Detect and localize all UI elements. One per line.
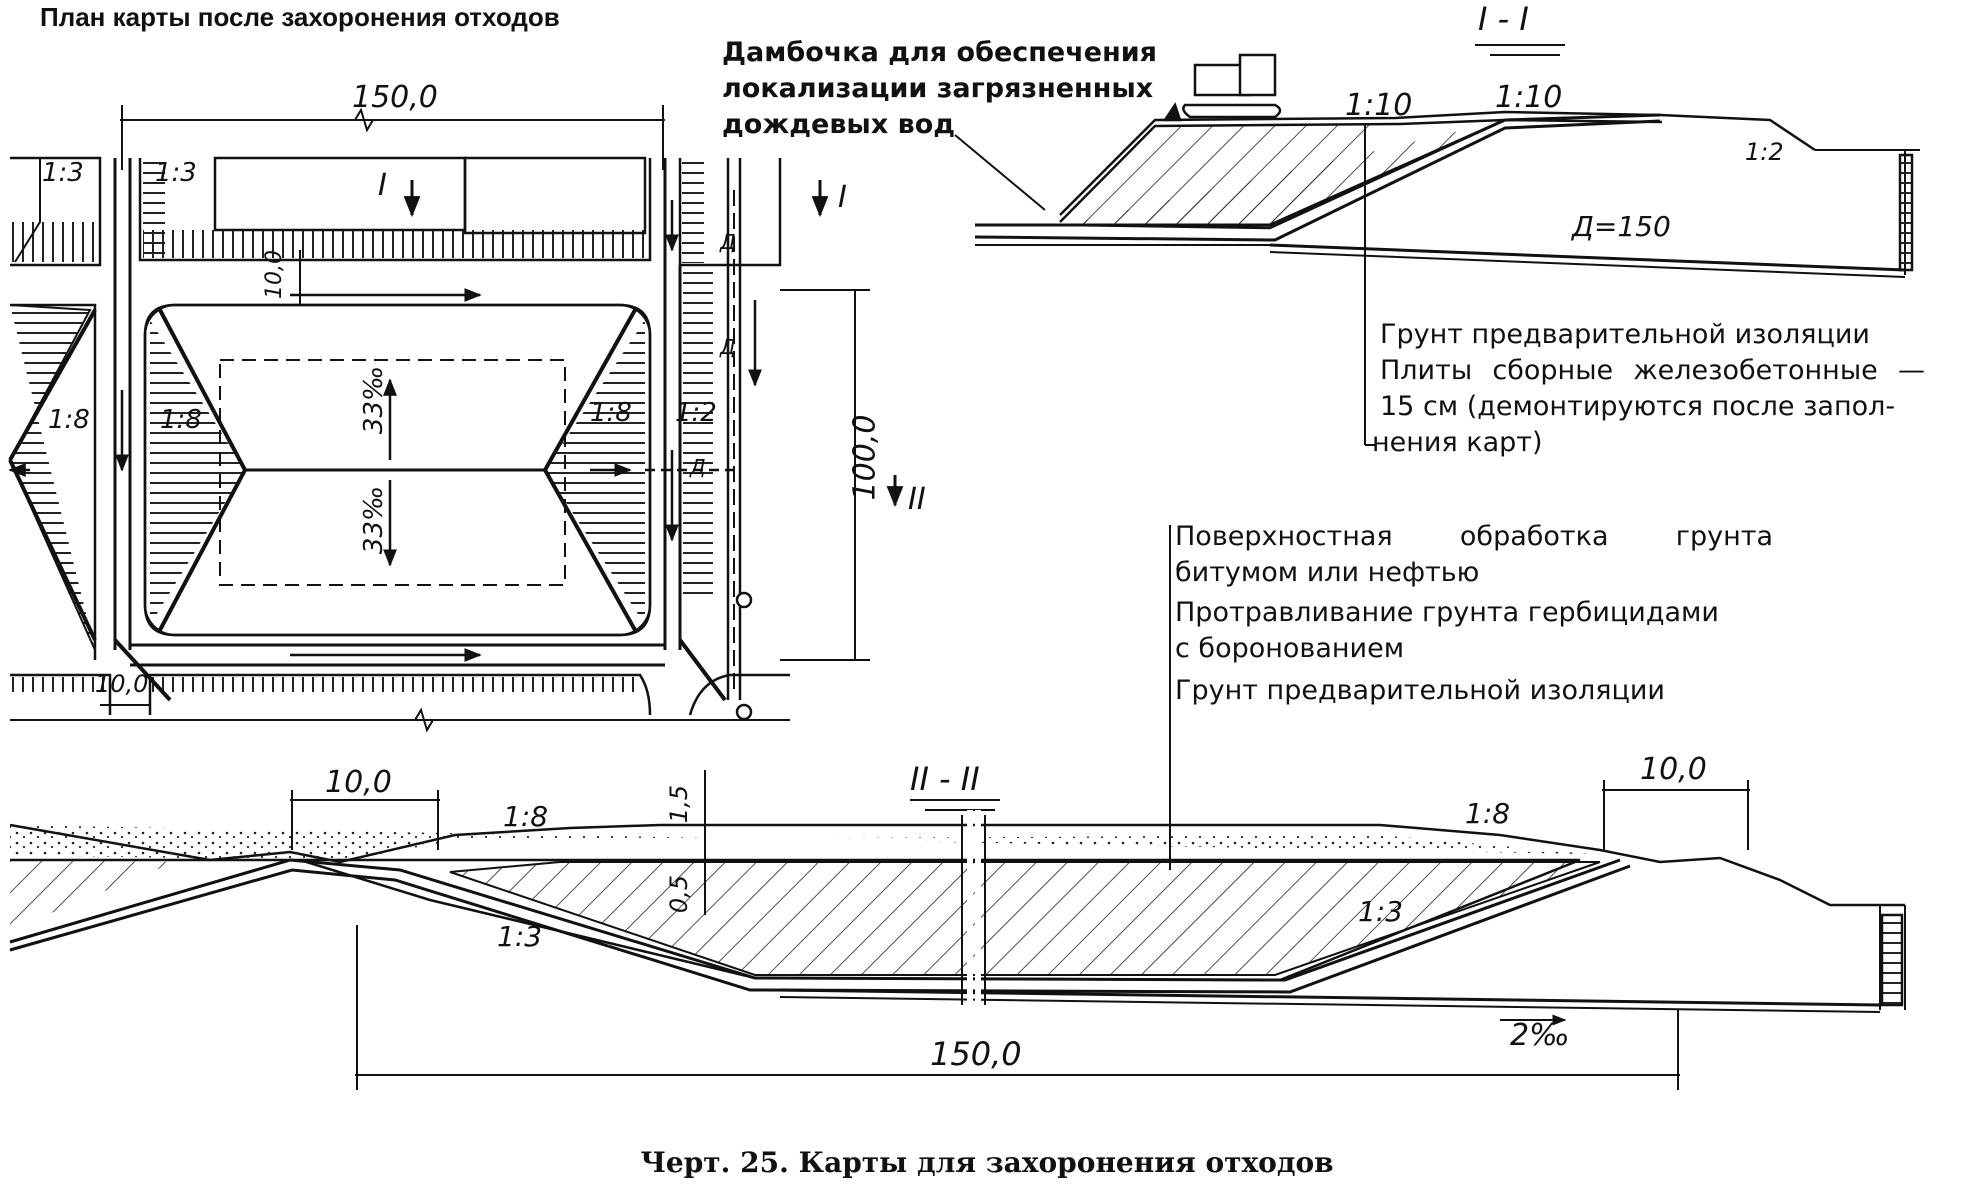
plan-height-dim: 100,0	[847, 414, 883, 501]
sec1-slope-a: 1:10	[1345, 88, 1413, 123]
callout-dam-line2: локализации загрязненных	[722, 73, 1154, 104]
callout-slabs-line2: 15 см (демонтируются после запол-	[1380, 391, 1896, 422]
plan-top-mid-cell	[138, 156, 652, 262]
sec2-slope-left: 1:8	[503, 800, 549, 833]
sec2-slope-bottom-right: 1:3	[1358, 895, 1404, 928]
sec2-slope-bottom-left: 1:3	[497, 920, 543, 953]
section-II-II	[9, 525, 1906, 1090]
callout-herbicide-line1: Протравливание грунта гербицидами	[1175, 597, 1719, 628]
drain-mark-1: Д	[720, 230, 736, 254]
plan-top-left-cell	[10, 156, 102, 267]
plan-section-mark-I-left: I	[378, 168, 387, 203]
callout-herbicide-line2: с боронованием	[1175, 633, 1405, 664]
sec2-height-0-5: 0,5	[665, 874, 694, 914]
plan-section-mark-II: II	[908, 482, 926, 517]
plan-slope-1-8-left: 1:8	[48, 405, 90, 435]
sec2-slope-right: 1:8	[1465, 797, 1511, 830]
callout-slabs-line1: Плиты сборные железобетонные —	[1380, 355, 1925, 386]
road-width-bottom-dim: 10,0	[95, 670, 149, 698]
callout-slabs-line3: нения карт)	[1372, 427, 1543, 458]
sec2-right-width: 10,0	[1640, 752, 1707, 787]
figure-caption: Черт. 25. Карты для захоронения отходов	[640, 1146, 1334, 1179]
plan-slope-1-2: 1:2	[675, 398, 717, 428]
callout-surface-line2: битумом или нефтью	[1175, 557, 1480, 588]
sec2-left-width: 10,0	[325, 765, 392, 800]
section-label-II-II: II - II	[910, 760, 980, 798]
plan-slope-1-8-main-right: 1:8	[590, 398, 632, 428]
callout-insulation-top: Грунт предварительной изоляции	[1380, 319, 1870, 350]
sec2-length: 150,0	[930, 1035, 1022, 1073]
callout-surface-line1: Поверхностная обработка грунта	[1175, 521, 1773, 552]
sec1-slope-c: 1:2	[1745, 138, 1784, 166]
plan-view	[8, 105, 904, 733]
callout-insulation-bottom: Грунт предварительной изоляции	[1175, 675, 1665, 706]
callout-dam-line3: дождевых вод	[722, 109, 956, 140]
plan-section-mark-I-right: I	[838, 180, 847, 215]
plan-gradient-bottom: 33‰	[359, 485, 390, 555]
plan-title: План карты после захоронения отходов	[40, 2, 560, 32]
sec1-slope-b: 1:10	[1495, 80, 1563, 115]
plan-gradient-top: 33‰	[359, 365, 390, 435]
plan-left-cell	[8, 303, 97, 660]
plan-slope-1-3-a: 1:3	[42, 158, 84, 188]
sec2-gradient: 2‰	[1510, 1018, 1570, 1053]
drain-mark-3: Д	[690, 455, 706, 479]
road-width-dim: 10,0	[261, 250, 287, 299]
plan-main-cell	[143, 303, 652, 637]
plan-slope-1-8-main-left: 1:8	[160, 405, 202, 435]
section-label-I-I: I - I	[1478, 0, 1529, 38]
drain-mark-2: Д	[720, 335, 736, 359]
plan-width-dim: 150,0	[352, 80, 438, 115]
sec1-diam: Д=150	[1572, 210, 1671, 243]
callout-dam-line1: Дамбочка для обеспечения	[722, 37, 1157, 68]
section-I-I	[954, 44, 1920, 446]
sec2-height-1-5: 1,5	[665, 784, 694, 824]
plan-top-right-cell	[678, 158, 782, 267]
plan-slope-1-3-b: 1:3	[155, 158, 197, 188]
